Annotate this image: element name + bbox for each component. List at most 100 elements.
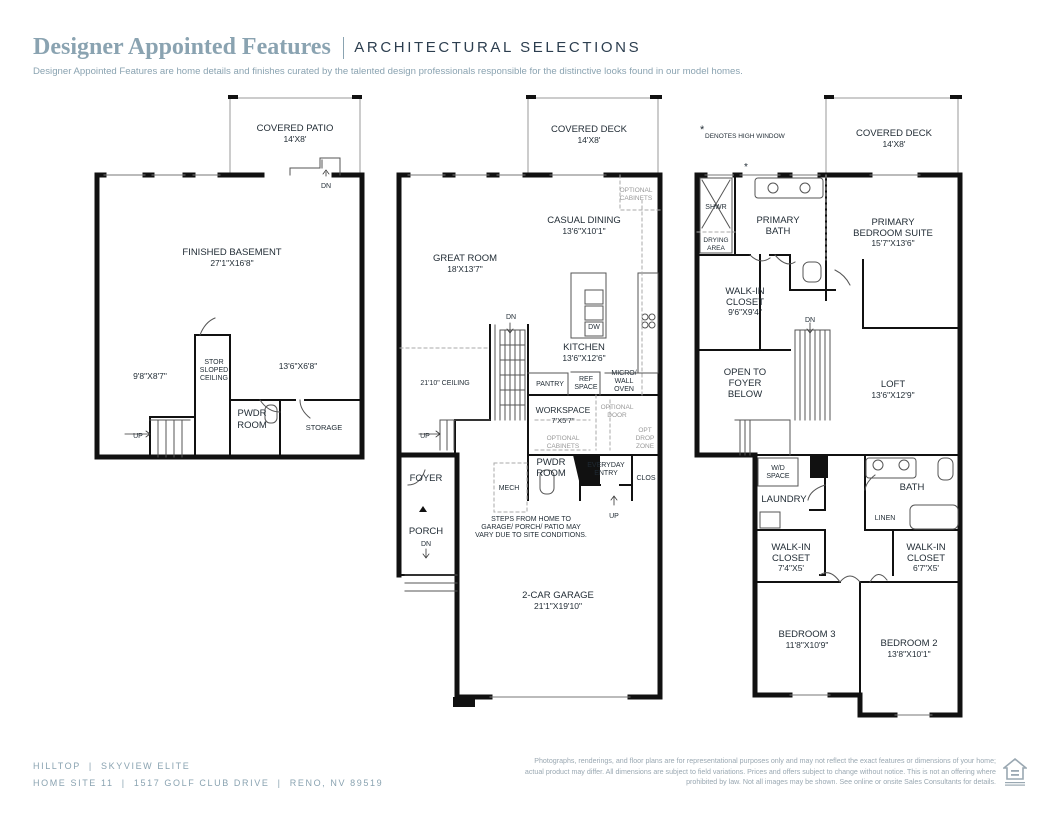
garage-label: 2-CAR GARAGE	[522, 590, 594, 601]
stor-label-1: STOR	[204, 359, 223, 366]
open-to-foyer-label-2: FOYER	[729, 378, 762, 389]
footer-disclaimer: Photographs, renderings, and floor plans…	[524, 757, 996, 786]
upper-covered-deck-label: COVERED DECK	[856, 128, 933, 139]
primary-suite-dim: 15'7"X13'6"	[871, 238, 914, 248]
steps-note-2: GARAGE/ PORCH/ PATIO MAY	[481, 524, 581, 531]
casual-dining-dim: 13'6"X10'1"	[562, 226, 605, 236]
equal-housing-icon	[1003, 757, 1027, 786]
porch-dn-label: DN	[421, 541, 431, 548]
steps-note-1: STEPS FROM HOME TO	[491, 516, 571, 523]
pantry-label: PANTRY	[536, 381, 564, 388]
ceiling-label: 21'10" CEILING	[420, 380, 469, 387]
opt-drop-label-2: DROP	[636, 435, 655, 442]
linen-label: LINEN	[875, 515, 896, 522]
upper-bath-label: BATH	[900, 482, 925, 493]
basement-storage-label: STORAGE	[306, 423, 343, 432]
basement-up-label: UP	[133, 433, 143, 440]
walk-in-closet2-label-1: WALK-IN	[771, 542, 810, 553]
title-row: Designer Appointed Features ARCHITECTURA…	[33, 34, 1023, 61]
basement-pwdr-label-1: PWDR	[237, 408, 266, 419]
foyer-label: FOYER	[410, 473, 443, 484]
laundry-label: LAUNDRY	[761, 494, 807, 505]
main-floor-plan	[396, 95, 663, 707]
main-covered-deck-dim: 14'X8'	[577, 135, 600, 145]
footer-community: HILLTOP | SKYVIEW ELITE	[33, 761, 191, 771]
great-room-label: GREAT ROOM	[433, 253, 497, 264]
wd-space-label-2: SPACE	[766, 473, 790, 480]
main-dn-label: DN	[506, 314, 516, 321]
basement-pwdr-label-2: ROOM	[237, 420, 267, 431]
garage-dim: 21'1"X19'10"	[534, 601, 582, 611]
walk-in-closet3-label-1: WALK-IN	[906, 542, 945, 553]
open-to-foyer-label-1: OPEN TO	[724, 367, 766, 378]
basement-plan	[94, 95, 365, 460]
optional-door-label-2: DOOR	[607, 412, 627, 419]
main-up-label: UP	[420, 433, 430, 440]
bedroom3-dim: 11'8"X10'9"	[786, 640, 829, 650]
walk-in-closet2-label-2: CLOSET	[772, 553, 810, 564]
page-description: Designer Appointed Features are home det…	[33, 66, 743, 77]
basement-left-room-dim: 9'8"X8'7"	[133, 371, 167, 381]
walk-in-closet-label-2: CLOSET	[726, 297, 764, 308]
main-pwdr-label-2: ROOM	[536, 468, 566, 479]
dw-label: DW	[588, 324, 600, 331]
kitchen-dim: 13'6"X12'6"	[562, 353, 605, 363]
drying-area-label-1: DRYING	[703, 237, 728, 244]
optional-cabinets2-label-2: CABINETS	[547, 443, 580, 450]
bedroom2-label: BEDROOM 2	[880, 638, 937, 649]
loft-label: LOFT	[881, 379, 905, 390]
drying-area-label-2: AREA	[707, 245, 725, 252]
micro-label-1: MICRO/	[611, 370, 636, 377]
opt-drop-label-3: ZONE	[636, 443, 655, 450]
basement-right-room-dim: 13'6"X6'8"	[279, 361, 318, 371]
wd-space-label-1: W/D	[771, 465, 785, 472]
great-room-dim: 18'X13'7"	[447, 264, 483, 274]
main-pwdr-label-1: PWDR	[536, 457, 565, 468]
kitchen-label: KITCHEN	[563, 342, 605, 353]
walk-in-closet-label-1: WALK-IN	[725, 286, 764, 297]
bedroom2-dim: 13'8"X10'1"	[887, 649, 930, 659]
footer-home-site: HOME SITE 11 | 1517 GOLF CLUB DRIVE | RE…	[33, 778, 384, 788]
mech-label: MECH	[499, 485, 520, 492]
clos-label: CLOS	[636, 475, 655, 482]
micro-label-3: OVEN	[614, 386, 634, 393]
micro-label-2: WALL	[615, 378, 634, 385]
loft-dim: 13'6"X12'9"	[871, 390, 914, 400]
optional-cabinets2-label-1: OPTIONAL	[547, 435, 580, 442]
optional-cabinets-label-1: OPTIONAL	[620, 187, 653, 194]
primary-suite-label-1: PRIMARY	[871, 217, 915, 228]
main-up2-label: UP	[609, 513, 619, 520]
upper-covered-deck-dim: 14'X8'	[882, 139, 905, 149]
title-divider	[342, 36, 345, 59]
walk-in-closet3-dim: 6'7"X5'	[913, 563, 939, 573]
shwr-label: SHWR	[705, 204, 726, 211]
footer-address: HILLTOP | SKYVIEW ELITE HOME SITE 11 | 1…	[33, 758, 383, 792]
finished-basement-label: FINISHED BASEMENT	[182, 247, 281, 258]
primary-bath-label-2: BATH	[766, 226, 791, 237]
page-subtitle: ARCHITECTURAL SELECTIONS	[354, 39, 642, 56]
main-covered-deck-label: COVERED DECK	[551, 124, 628, 135]
steps-note-3: VARY DUE TO SITE CONDITIONS.	[475, 532, 587, 539]
basement-covered-patio-label: COVERED PATIO	[257, 123, 334, 134]
walk-in-closet2-dim: 7'4"X5'	[778, 563, 804, 573]
everyday-entry-label-2: ENTRY	[594, 470, 618, 477]
workspace-label: WORKSPACE	[536, 405, 591, 415]
everyday-entry-label-1: EVERYDAY	[587, 462, 625, 469]
optional-cabinets-label-2: CABINETS	[620, 195, 653, 202]
upper-floor-plan	[694, 95, 963, 718]
primary-suite-label-2: BEDROOM SUITE	[853, 228, 933, 239]
ref-space-label-1: REF	[579, 376, 593, 383]
stor-label-2: SLOPED	[200, 367, 228, 374]
optional-door-label-1: OPTIONAL	[601, 404, 634, 411]
page-header: Designer Appointed Features ARCHITECTURA…	[33, 34, 1023, 77]
casual-dining-label: CASUAL DINING	[547, 215, 621, 226]
ref-space-label-2: SPACE	[574, 384, 598, 391]
basement-dn-label: DN	[321, 183, 331, 190]
walk-in-closet-dim: 9'6"X9'4"	[728, 307, 762, 317]
primary-bath-label-1: PRIMARY	[756, 215, 800, 226]
open-to-foyer-label-3: BELOW	[728, 389, 762, 400]
page-title: Designer Appointed Features	[33, 34, 331, 60]
porch-label: PORCH	[409, 526, 443, 537]
workspace-dim: 7'X5'7"	[551, 416, 574, 425]
